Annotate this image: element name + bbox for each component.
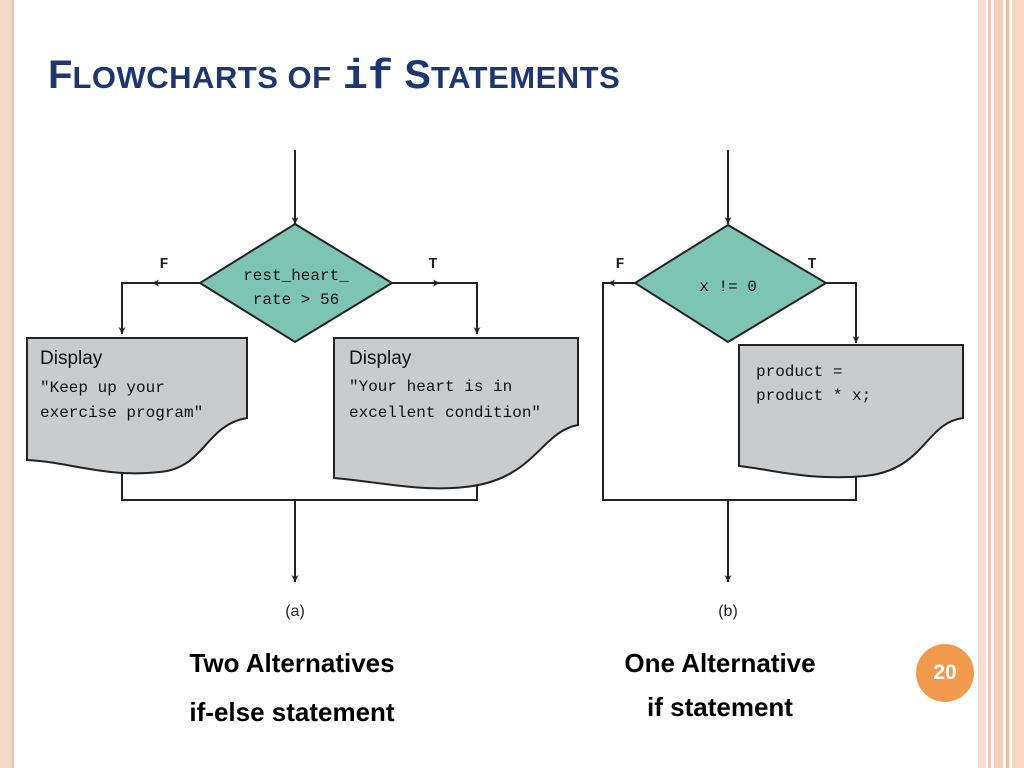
- flowchart-b-true-arrow: [826, 282, 857, 330]
- caption-right: One Alternative if statement: [570, 650, 870, 720]
- flowchart-b-true-box-line2: product * x;: [756, 387, 871, 405]
- flowchart-b-false-label: F: [615, 256, 624, 273]
- flowchart-a-true-box-line1: Display: [349, 348, 412, 369]
- flowchart-a-false-box-line1: Display: [40, 348, 103, 369]
- flowchart-a-decision-line2: rate > 56: [253, 291, 339, 309]
- flowchart-a-sublabel: (a): [285, 603, 305, 620]
- caption-left: Two Alternatives if-else statement: [142, 650, 442, 725]
- flowchart-a-false-label: F: [159, 256, 168, 273]
- flowchart-a-true-label: T: [428, 256, 437, 273]
- caption-left-line2: if-else statement: [189, 697, 395, 727]
- right-stripes-decoration: [978, 0, 1024, 768]
- flowchart-b-merge-line: [728, 472, 857, 501]
- flowchart-a: [118, 150, 481, 582]
- flowchart-b-decision-text: x != 0: [699, 278, 757, 296]
- flowchart-a-merge-line: [121, 465, 478, 501]
- flowchart-b-true-box-line1: product =: [756, 363, 842, 381]
- flowchart-a-decision-line1: rest_heart_: [243, 267, 349, 285]
- caption-right-line1: One Alternative: [624, 648, 816, 678]
- flowchart-a-false-arrow: [121, 282, 200, 333]
- flowchart-a-false-box: [26, 337, 248, 475]
- page-number-badge: 20: [916, 644, 974, 702]
- flowchart-b-decision-diamond: [633, 223, 828, 344]
- title-code-keyword: if: [342, 53, 394, 101]
- caption-right-line2: if statement: [647, 692, 793, 722]
- caption-left-line1: Two Alternatives: [189, 648, 395, 678]
- flowchart-b-sublabel: (b): [718, 603, 738, 620]
- flowchart-a-true-box-line2: "Your heart is in: [349, 378, 512, 396]
- slide-title: FLOWCHARTS OF if STATEMENTS: [48, 53, 621, 101]
- flowchart-a-false-box-line2: "Keep up your: [40, 379, 165, 397]
- flowchart-b-true-label: T: [807, 256, 816, 273]
- flowchart-a-true-box: [333, 337, 579, 490]
- left-border-decoration: [0, 0, 14, 768]
- flowchart-b: [602, 150, 860, 582]
- flowchart-a-true-box-line3: excellent condition": [349, 404, 541, 422]
- flowchart-a-true-arrow: [392, 282, 478, 320]
- flowchart-a-false-box-line3: exercise program": [40, 404, 203, 422]
- flowchart-b-true-box: [738, 344, 964, 479]
- flowchart-a-decision-diamond: [198, 222, 394, 344]
